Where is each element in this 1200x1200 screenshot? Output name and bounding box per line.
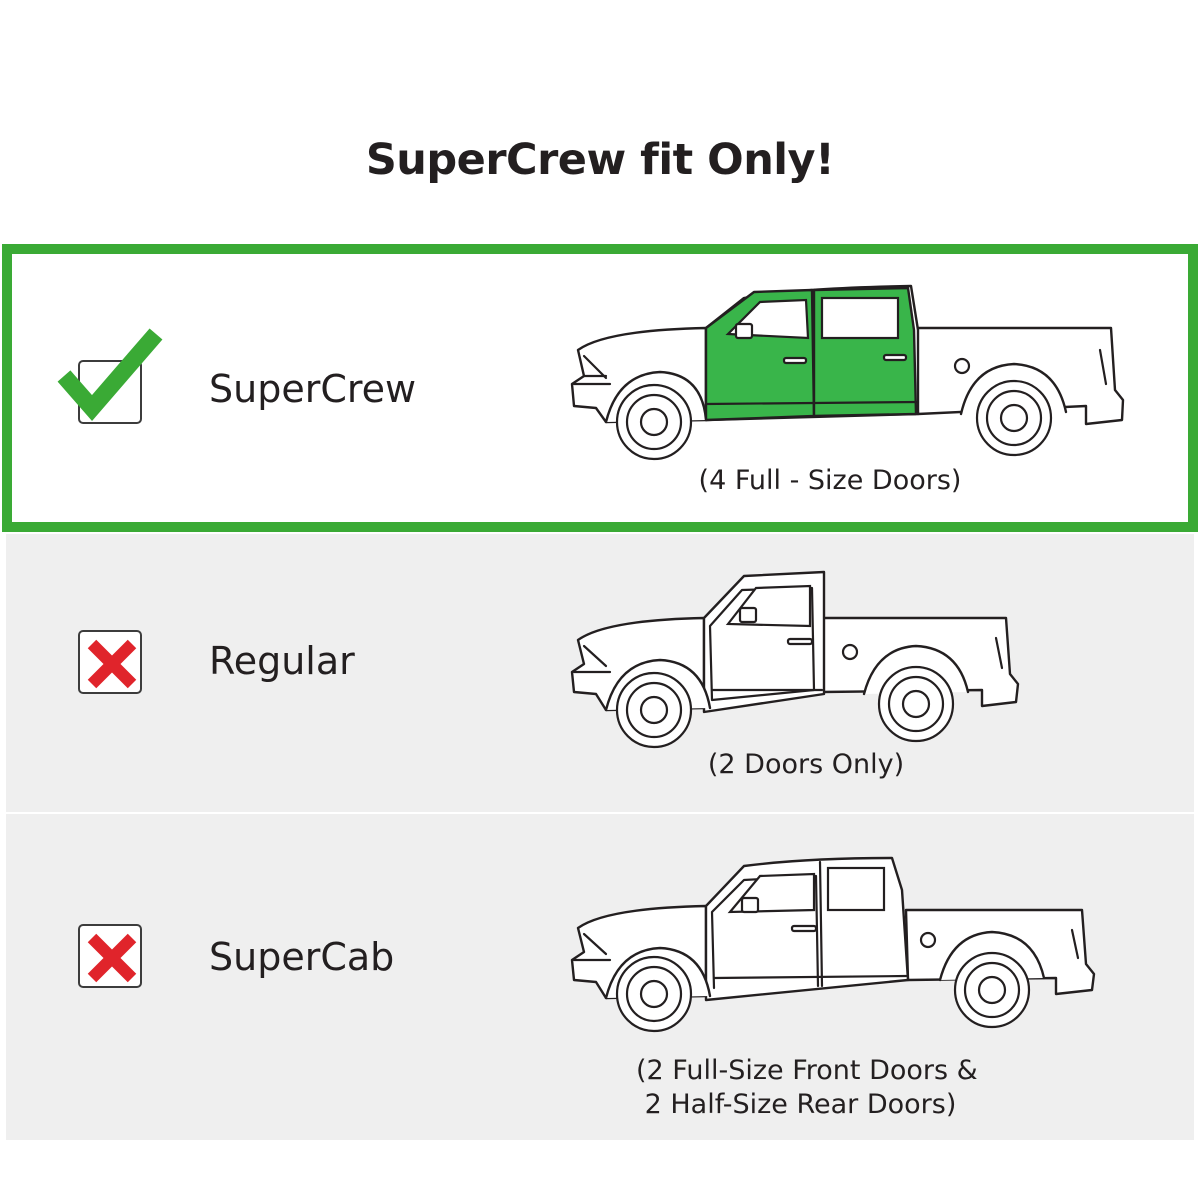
regular-truck-illustration <box>570 570 1020 749</box>
caption-line: (2 Full-Size Front Doors & <box>636 1055 978 1086</box>
caption-line: (4 Full - Size Doors) <box>698 465 962 496</box>
red-x-icon <box>87 639 137 689</box>
checkbox <box>78 924 142 988</box>
door-caption: (2 Doors Only) <box>596 748 1016 782</box>
checkbox <box>78 630 142 694</box>
checkbox <box>57 328 163 424</box>
door-caption: (2 Full-Size Front Doors & 2 Half-Size R… <box>636 1054 1036 1122</box>
page-title: SuperCrew fit Only! <box>365 135 835 185</box>
caption-line: 2 Half-Size Rear Doors) <box>636 1089 957 1120</box>
green-check-icon <box>57 328 163 421</box>
cab-type-label: Regular <box>209 639 355 683</box>
cab-type-label: SuperCab <box>209 935 395 979</box>
supercab-truck-illustration <box>570 856 1096 1033</box>
cab-type-label: SuperCrew <box>209 367 417 411</box>
fit-highlight-border <box>2 244 1198 532</box>
regular-row: Regular (2 Doors Only) <box>6 534 1194 812</box>
door-caption: (4 Full - Size Doors) <box>630 464 1030 498</box>
supercrew-truck-illustration <box>570 284 1125 461</box>
supercrew-row: SuperCrew (4 Full - Size <box>0 242 1200 534</box>
red-x-icon <box>87 933 137 983</box>
caption-line: (2 Doors Only) <box>707 749 905 780</box>
supercab-row: SuperCab (2 Full-Size Front Doors & 2 Ha… <box>6 814 1194 1140</box>
